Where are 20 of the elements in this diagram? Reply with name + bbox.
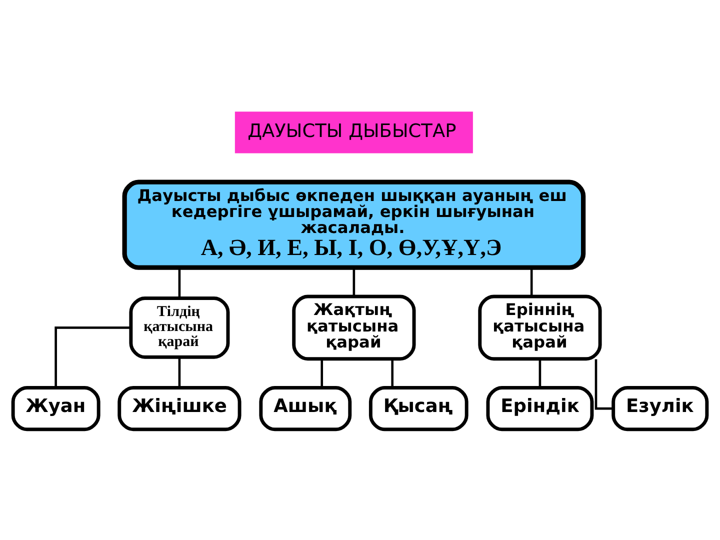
connector — [320, 358, 324, 388]
connector — [352, 267, 356, 296]
connector — [594, 358, 614, 410]
node-box: ДАУЫСТЫ ДЫБЫСТАР — [234, 111, 473, 153]
connector — [391, 358, 394, 388]
node-box: Тілдің қатысына қарай — [129, 296, 230, 358]
connector — [178, 267, 181, 298]
node-box: Ашық — [259, 386, 352, 431]
connector — [54, 326, 131, 388]
node-box: Қысаң — [368, 386, 468, 431]
connector — [538, 358, 542, 388]
node-box: Жақтың қатысына қарай — [292, 294, 416, 360]
connector — [178, 356, 181, 388]
node-box: Езулік — [612, 386, 709, 431]
connector — [530, 267, 533, 296]
node-box: Жіңішке — [118, 386, 242, 431]
node-box: Еріндік — [486, 386, 594, 431]
node-box: Еріннің қатысына қарай — [478, 294, 602, 360]
node-box: Жуан — [11, 386, 100, 431]
node-box: Дауысты дыбыс өкпеден шыққан ауаның еш кедергіге ұшырамай, еркін шығуынан жасалады. А, Ә, И, Е, Ы, І, О, Ө,У,Ұ,Ү,Э — [122, 179, 586, 270]
